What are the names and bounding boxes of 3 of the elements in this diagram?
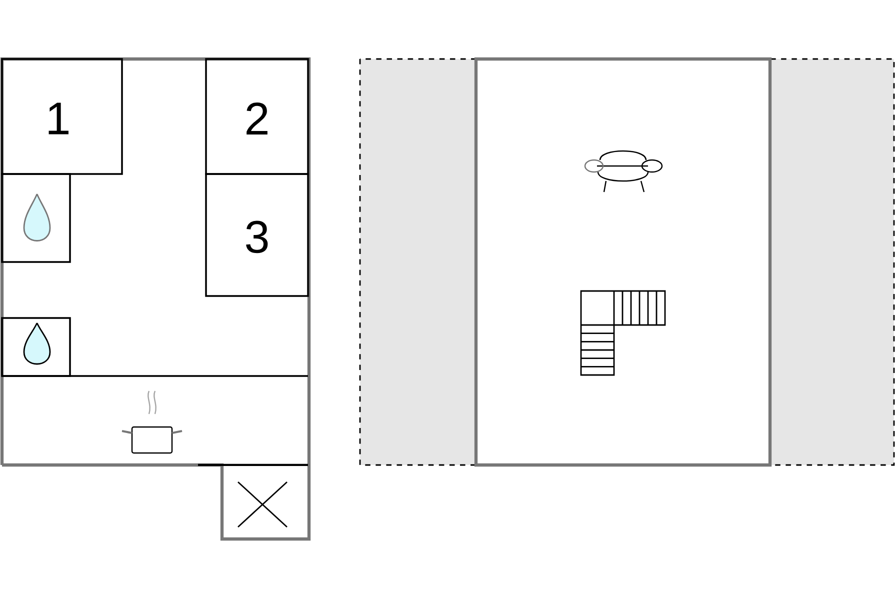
room-number: 1 xyxy=(48,102,68,134)
room-number: 3 xyxy=(246,220,268,254)
room-number: 2 xyxy=(246,102,268,134)
